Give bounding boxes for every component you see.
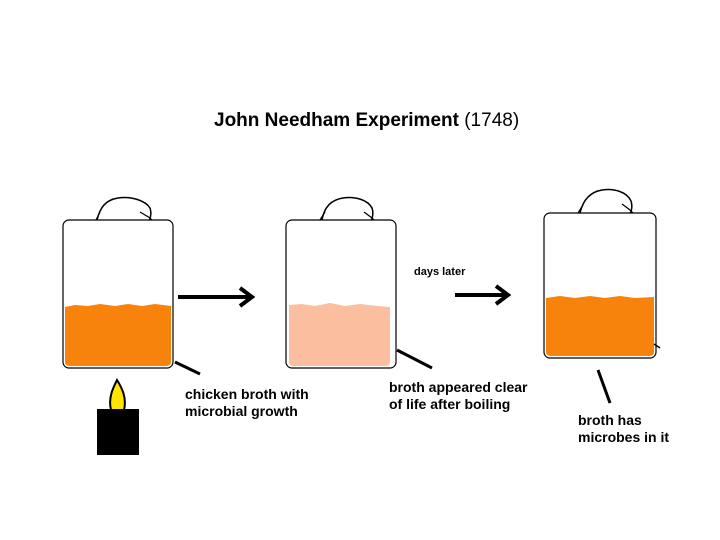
pointer-3	[596, 369, 612, 404]
flask-2-caption-line-1: broth appeared clear	[389, 379, 528, 395]
flask-2-broth	[289, 303, 390, 366]
pointer-1	[174, 360, 201, 376]
flask-3-broth	[546, 296, 654, 356]
flask-3-caption-line-2: microbes in it	[578, 429, 670, 445]
flask-1-caption-line-1: chicken broth with	[185, 386, 309, 402]
title-main: John Needham Experiment	[214, 110, 459, 131]
flame-icon	[109, 377, 126, 411]
flask-3-caption: broth has microbes in it	[578, 412, 669, 446]
transition-label: days later	[414, 266, 466, 278]
flask-3-stopper	[579, 188, 633, 216]
flask-2-stopper	[321, 196, 374, 223]
flask-2-caption-line-2: of life after boiling	[389, 396, 511, 412]
arrow-2	[455, 284, 512, 306]
flask-3-caption-line-1: broth has	[578, 412, 642, 428]
flask-2-caption: broth appeared clear of life after boili…	[389, 379, 528, 413]
title-year: (1748)	[464, 110, 520, 131]
flask-1-stopper	[96, 196, 152, 223]
diagram-title: John Needham Experiment (1748)	[214, 110, 519, 132]
arrow-1	[178, 286, 256, 308]
flask-1-caption-line-2: microbial growth	[185, 403, 298, 419]
flask-1	[62, 196, 174, 369]
burner-base	[97, 409, 139, 455]
pointer-2	[396, 348, 433, 370]
flask-2	[285, 196, 397, 369]
burner-icon	[97, 377, 139, 455]
flask-1-broth	[65, 304, 171, 366]
flask-1-caption: chicken broth with microbial growth	[185, 386, 309, 420]
flask-3	[543, 188, 661, 359]
